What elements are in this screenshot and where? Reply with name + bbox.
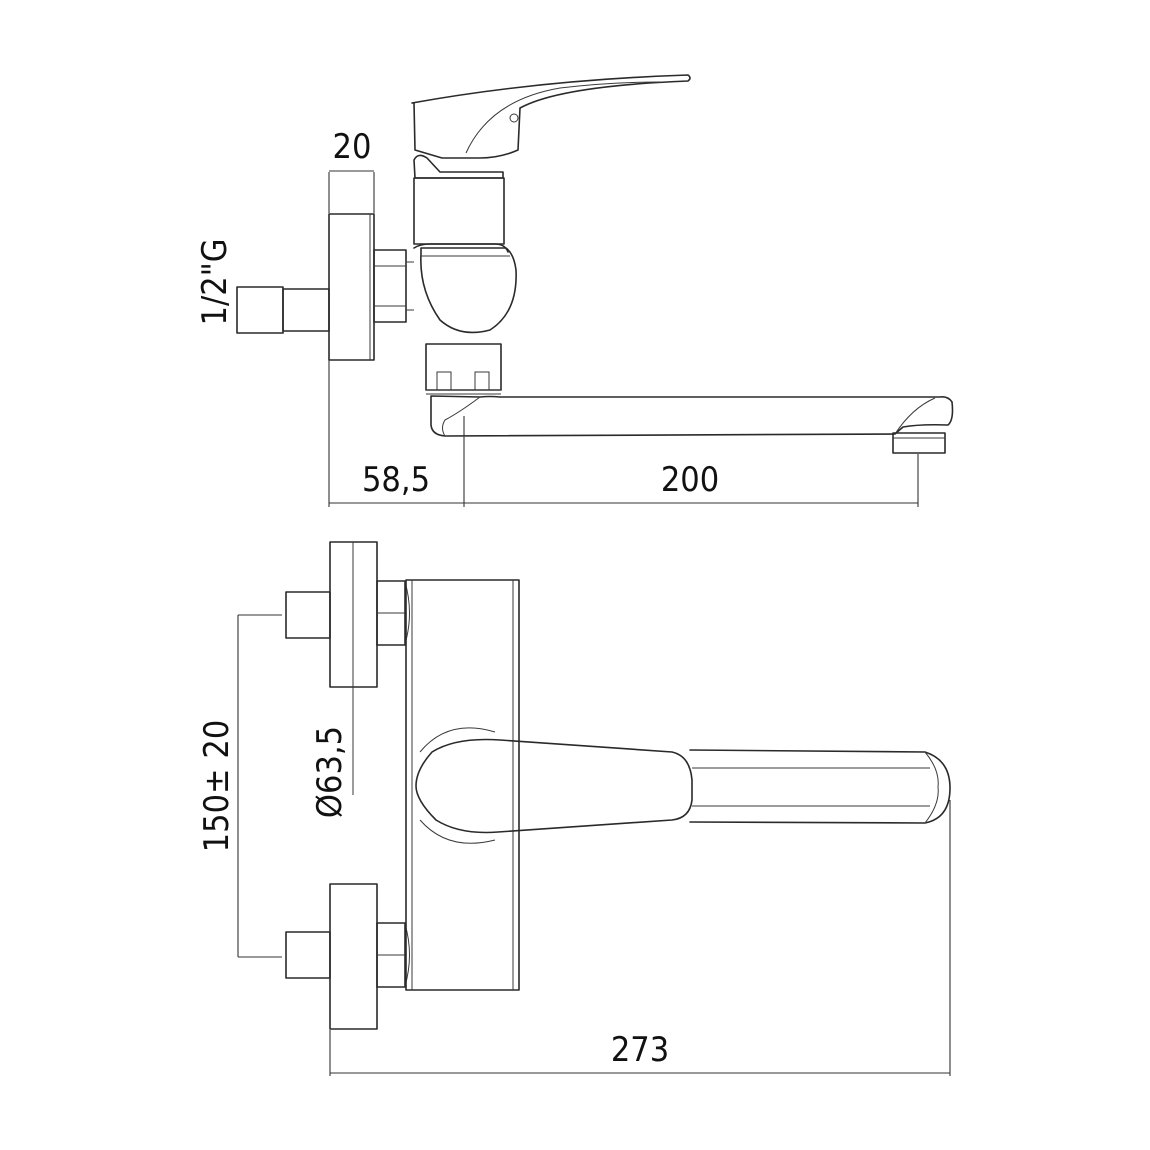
label-inlet-thread: 1/2"G [195,239,235,326]
label-flange-thickness: 20 [333,127,372,167]
label-overall-length: 273 [611,1030,669,1070]
spout [430,395,954,454]
inlet-pipe [236,286,330,334]
label-inlet-centers: 150± 20 [197,720,237,853]
label-wall-to-spout-axis: 58,5 [362,460,430,500]
mixer-body-top [405,579,520,991]
hex-nut [373,249,414,323]
dim-spout-reach: 58,5 200 [328,360,919,507]
label-flange-diameter: Ø63,5 [310,726,350,818]
dim-inlet-thread: 1/2"G [195,239,235,326]
lever-handle-top [415,727,951,844]
lever-handle [411,74,691,159]
mixer-body [413,154,517,395]
wall-flange [328,213,375,361]
dim-flange-thickness: 20 [328,127,375,213]
label-spout-reach: 200 [661,460,719,500]
side-view: 20 1/2"G 58,5 200 [195,74,954,507]
dim-flange-diameter: Ø63,5 [310,726,350,818]
dim-overall-length: 273 [329,800,951,1076]
dim-inlet-centers: 150± 20 [197,614,282,958]
top-view: 150± 20 Ø63,5 273 [197,541,951,1076]
lower-inlet [285,883,410,1030]
